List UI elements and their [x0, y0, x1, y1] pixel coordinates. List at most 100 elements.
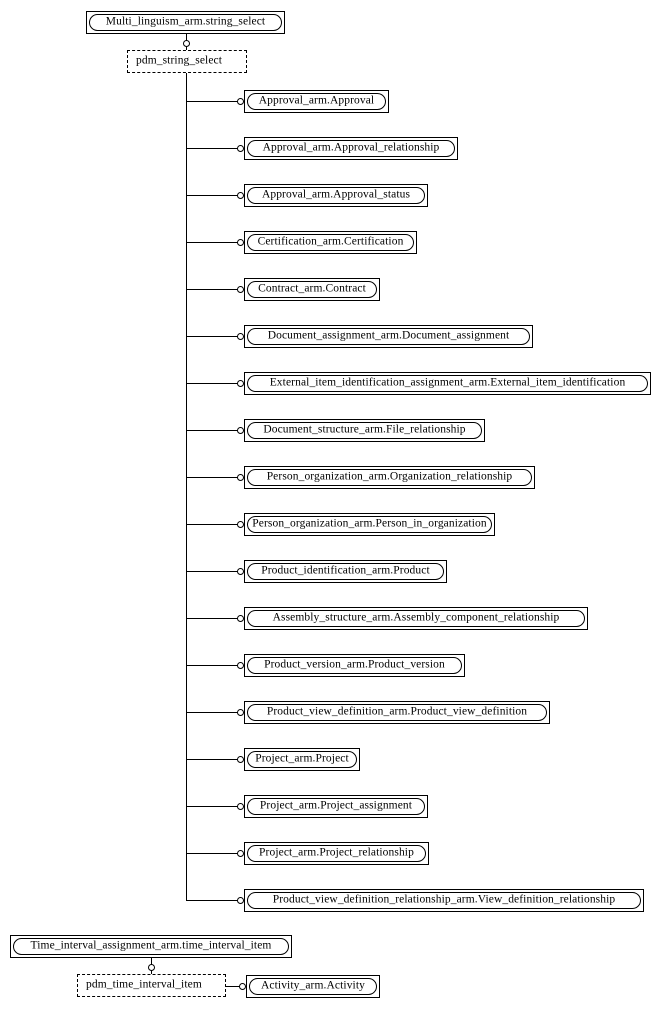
- member-node[interactable]: Project_arm.Project_assignment: [244, 795, 428, 818]
- node-label: Product_version_arm.Product_version: [264, 658, 445, 671]
- node-pill: Approval_arm.Approval_status: [247, 187, 425, 204]
- member-node[interactable]: Contract_arm.Contract: [244, 278, 380, 301]
- node-label: External_item_identification_assignment_…: [269, 376, 626, 389]
- member-node[interactable]: Product_identification_arm.Product: [244, 560, 447, 583]
- select-connector-circle: [183, 40, 190, 47]
- member-node[interactable]: External_item_identification_assignment_…: [244, 372, 651, 395]
- select-node-label: pdm_time_interval_item: [86, 978, 202, 991]
- branch-line: [186, 618, 240, 619]
- branch-line: [186, 289, 240, 290]
- member-node[interactable]: Approval_arm.Approval: [244, 90, 389, 113]
- node-label: Product_identification_arm.Product: [261, 564, 430, 577]
- node-pill: Product_identification_arm.Product: [247, 563, 444, 580]
- node-pill: Person_organization_arm.Organization_rel…: [247, 469, 532, 486]
- node-pill: Document_structure_arm.File_relationship: [247, 422, 482, 439]
- branch-line: [186, 242, 240, 243]
- member-node[interactable]: Project_arm.Project: [244, 748, 360, 771]
- node-label: Document_structure_arm.File_relationship: [263, 423, 466, 436]
- node-pill: External_item_identification_assignment_…: [247, 375, 648, 392]
- node-label: Product_view_definition_arm.Product_view…: [266, 705, 528, 718]
- node-pill: Assembly_structure_arm.Assembly_componen…: [247, 610, 585, 627]
- node-pill: Product_view_definition_relationship_arm…: [247, 892, 641, 909]
- node-pill: Product_view_definition_arm.Product_view…: [247, 704, 547, 721]
- branch-circle: [237, 286, 244, 293]
- node-pill: Time_interval_assignment_arm.time_interv…: [13, 938, 289, 955]
- member-node[interactable]: Document_structure_arm.File_relationship: [244, 419, 485, 442]
- branch-line: [186, 900, 240, 901]
- node-pill: Project_arm.Project_relationship: [247, 845, 426, 862]
- member-node[interactable]: Approval_arm.Approval_status: [244, 184, 428, 207]
- branch-circle: [237, 239, 244, 246]
- branch-circle: [237, 98, 244, 105]
- node-pill: Product_version_arm.Product_version: [247, 657, 462, 674]
- member-node[interactable]: Certification_arm.Certification: [244, 231, 417, 254]
- node-label: Approval_arm.Approval: [258, 94, 375, 107]
- node-label: Certification_arm.Certification: [257, 235, 404, 248]
- branch-circle: [237, 662, 244, 669]
- branch-line: [186, 759, 240, 760]
- branch-circle: [237, 333, 244, 340]
- branch-circle: [237, 897, 244, 904]
- branch-line: [186, 477, 240, 478]
- branch-circle: [237, 803, 244, 810]
- branch-line: [186, 101, 240, 102]
- node-label: Multi_linguism_arm.string_select: [105, 15, 266, 28]
- branch-line: [186, 571, 240, 572]
- branch-circle: [237, 380, 244, 387]
- branch-circle: [237, 615, 244, 622]
- node-label: Project_arm.Project: [255, 752, 349, 765]
- node-label: Project_arm.Project_relationship: [259, 846, 414, 859]
- node-pill: Person_organization_arm.Person_in_organi…: [247, 516, 492, 533]
- select-node-pdm-time-interval-item[interactable]: pdm_time_interval_item: [77, 974, 226, 997]
- node-pill: Multi_linguism_arm.string_select: [89, 14, 282, 31]
- node-label: Contract_arm.Contract: [258, 282, 366, 295]
- supertype-node-string-select[interactable]: Multi_linguism_arm.string_select: [86, 11, 285, 34]
- branch-line: [226, 986, 242, 987]
- branch-line: [186, 195, 240, 196]
- node-label: Approval_arm.Approval_status: [261, 188, 411, 201]
- branch-circle: [237, 756, 244, 763]
- branch-circle: [237, 850, 244, 857]
- select-connector-circle: [148, 964, 155, 971]
- node-label: Product_view_definition_relationship_arm…: [272, 893, 616, 906]
- node-pill: Contract_arm.Contract: [247, 281, 377, 298]
- node-label: Person_organization_arm.Person_in_organi…: [252, 517, 487, 530]
- member-node[interactable]: Product_view_definition_relationship_arm…: [244, 889, 644, 912]
- branch-circle: [237, 521, 244, 528]
- branch-circle: [237, 474, 244, 481]
- node-label: Assembly_structure_arm.Assembly_componen…: [272, 611, 560, 624]
- node-pill: Certification_arm.Certification: [247, 234, 414, 251]
- member-node[interactable]: Activity_arm.Activity: [246, 975, 380, 998]
- select-node-pdm-string-select[interactable]: pdm_string_select: [127, 50, 247, 73]
- node-pill: Activity_arm.Activity: [249, 978, 377, 995]
- member-node[interactable]: Approval_arm.Approval_relationship: [244, 137, 458, 160]
- node-pill: Document_assignment_arm.Document_assignm…: [247, 328, 530, 345]
- branch-line: [186, 383, 240, 384]
- member-node[interactable]: Assembly_structure_arm.Assembly_componen…: [244, 607, 588, 630]
- branch-circle: [237, 568, 244, 575]
- member-node[interactable]: Product_version_arm.Product_version: [244, 654, 465, 677]
- node-label: Project_arm.Project_assignment: [259, 799, 413, 812]
- branch-circle: [239, 983, 246, 990]
- supertype-node-time-interval-item[interactable]: Time_interval_assignment_arm.time_interv…: [10, 935, 292, 958]
- node-pill: Approval_arm.Approval: [247, 93, 386, 110]
- member-node[interactable]: Project_arm.Project_relationship: [244, 842, 429, 865]
- branch-circle: [237, 427, 244, 434]
- branch-line: [186, 336, 240, 337]
- branch-line: [186, 148, 240, 149]
- member-node[interactable]: Person_organization_arm.Person_in_organi…: [244, 513, 495, 536]
- branch-line: [186, 806, 240, 807]
- member-node[interactable]: Person_organization_arm.Organization_rel…: [244, 466, 535, 489]
- branch-line: [186, 853, 240, 854]
- member-trunk-line: [186, 73, 187, 901]
- member-node[interactable]: Document_assignment_arm.Document_assignm…: [244, 325, 533, 348]
- node-label: Person_organization_arm.Organization_rel…: [266, 470, 513, 483]
- select-node-label: pdm_string_select: [136, 54, 223, 67]
- node-label: Time_interval_assignment_arm.time_interv…: [30, 939, 272, 952]
- branch-circle: [237, 709, 244, 716]
- node-pill: Project_arm.Project_assignment: [247, 798, 425, 815]
- node-label: Approval_arm.Approval_relationship: [262, 141, 440, 154]
- branch-circle: [237, 145, 244, 152]
- member-node[interactable]: Product_view_definition_arm.Product_view…: [244, 701, 550, 724]
